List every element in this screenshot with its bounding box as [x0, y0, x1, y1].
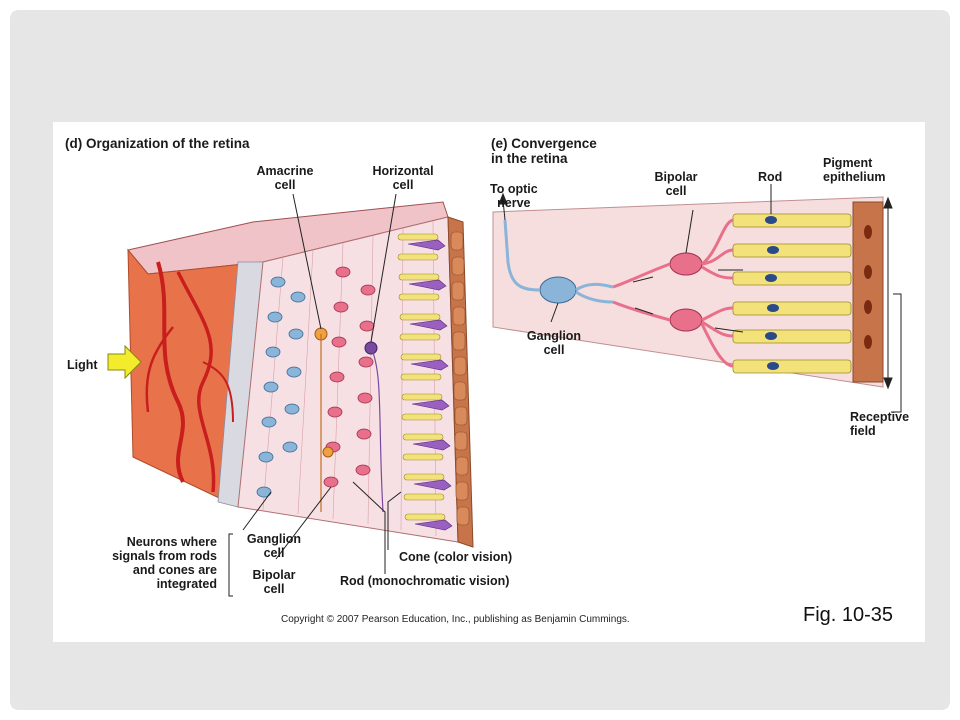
photoreceptor-columns	[397, 233, 453, 531]
neurons-label-line4: integrated	[156, 577, 217, 591]
slide-background: (d) Organization of the retina Amacrine …	[10, 10, 950, 710]
bipolar-cell-label-e: Bipolar cell	[643, 170, 709, 198]
blood-vessel	[176, 271, 216, 493]
retina-illustration	[107, 184, 902, 597]
bipolar-d-line2: cell	[263, 582, 285, 596]
panel-e-title: (e) Convergence in the retina	[491, 136, 597, 166]
bipolar-d-line1: Bipolar	[252, 568, 296, 582]
convergence-illustration	[492, 184, 902, 413]
optic-nerve-label: To optic nerve	[490, 182, 538, 210]
neurons-label-line2: signals from rods	[112, 549, 217, 563]
light-arrow	[107, 344, 142, 380]
bipolar-e-line2: cell	[665, 184, 687, 198]
ganglion-d-line1: Ganglion	[246, 532, 302, 546]
cone-label: Cone (color vision)	[399, 550, 513, 564]
panel-e-title-line1: (e) Convergence	[491, 136, 597, 151]
ganglion-cell-label-d: Ganglion cell	[236, 532, 312, 560]
rod-label-e: Rod	[758, 170, 783, 184]
optic-line2: nerve	[497, 196, 531, 210]
horizontal-label-line1: Horizontal	[372, 164, 434, 178]
receptive-line1: Receptive	[850, 410, 910, 424]
ganglion-cell-label-e: Ganglion cell	[515, 329, 593, 357]
pigment-line2: epithelium	[823, 170, 886, 184]
panel-d-title: (d) Organization of the retina	[65, 136, 250, 151]
retina-block-illustration	[107, 193, 474, 597]
bipolar-cell-label-d: Bipolar cell	[239, 568, 309, 596]
neurons-integration-label: Neurons where signals from rods and cone…	[83, 535, 217, 591]
neurons-label-line1: Neurons where	[126, 535, 217, 549]
neurons-label-line3: and cones are	[132, 563, 217, 577]
blood-vessel	[156, 261, 185, 483]
amacrine-label-line2: cell	[274, 178, 296, 192]
copyright-notice: Copyright © 2007 Pearson Education, Inc.…	[281, 614, 630, 625]
amacrine-label-line1: Amacrine	[256, 164, 314, 178]
bipolar-e-line1: Bipolar	[654, 170, 698, 184]
light-label: Light	[67, 358, 98, 372]
rod-label-d: Rod (monochromatic vision)	[340, 574, 510, 588]
ganglion-e-line1: Ganglion	[526, 329, 582, 343]
panel-e-title-line2: in the retina	[491, 151, 568, 166]
ganglion-e-line2: cell	[543, 343, 565, 357]
pigment-epithelium-label: Pigment epithelium	[823, 156, 886, 184]
amacrine-cell-label: Amacrine cell	[245, 164, 325, 192]
optic-line1: To optic	[490, 182, 538, 196]
horizontal-cell-label: Horizontal cell	[363, 164, 443, 192]
pigment-line1: Pigment	[823, 156, 873, 170]
figure-number: Fig. 10-35	[803, 604, 894, 626]
receptive-line2: field	[850, 424, 876, 438]
retina-figure: (d) Organization of the retina Amacrine …	[53, 122, 925, 642]
receptive-field-label: Receptive field	[850, 410, 909, 438]
horizontal-label-line2: cell	[392, 178, 414, 192]
ganglion-d-line2: cell	[263, 546, 285, 560]
